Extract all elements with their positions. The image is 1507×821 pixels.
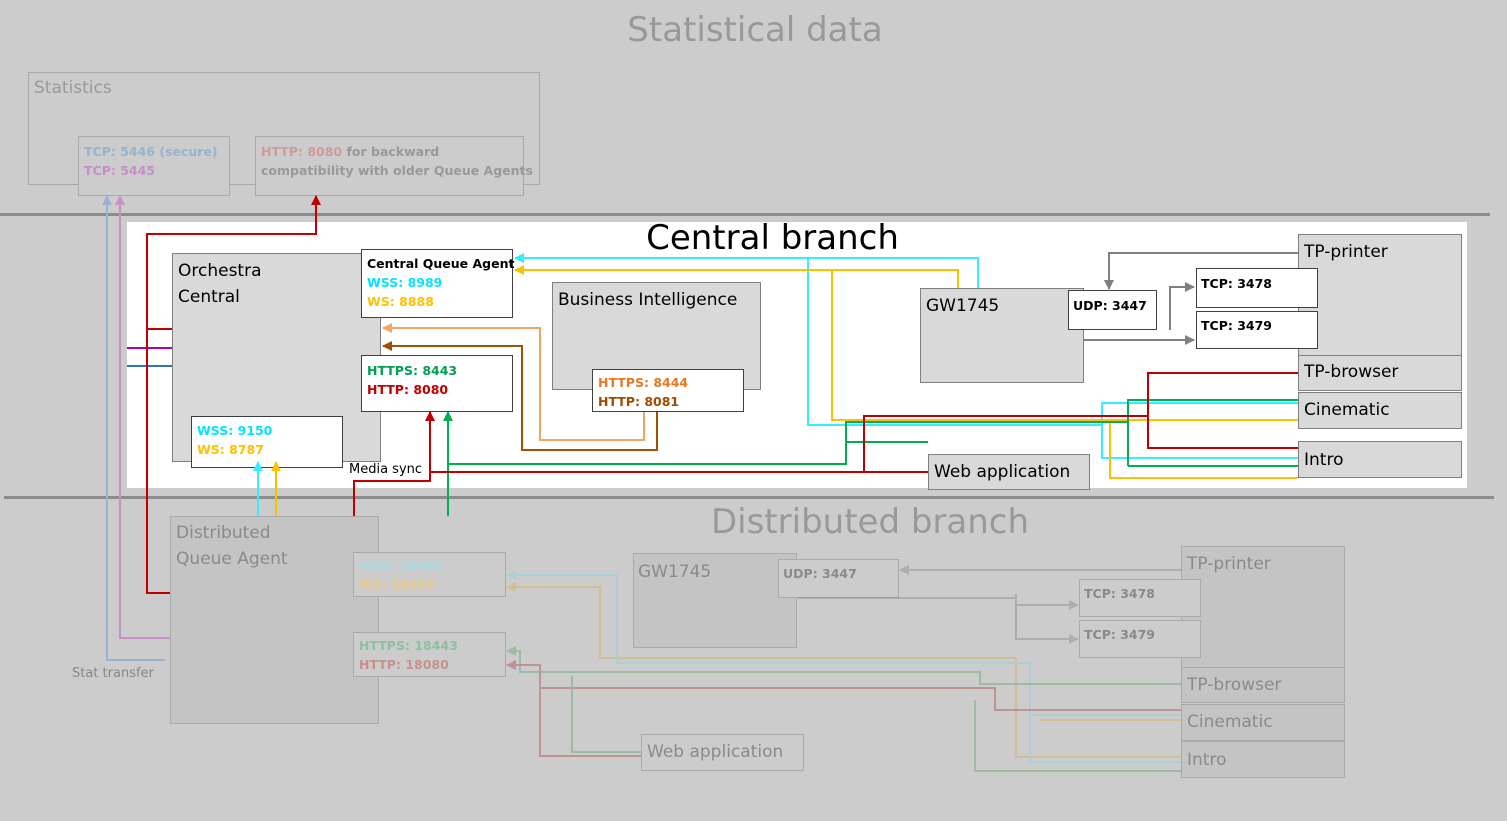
dist-gw-label: GW1745 [638,562,712,582]
distributed-title: Distributed branch [710,502,1030,542]
dist-udp-box: UDP: 3447 [778,559,899,598]
tcp1-box: TCP: 3478 [1196,268,1318,308]
dist-web-app-label: Web application [647,742,784,762]
gw1745-label: GW1745 [926,296,1000,316]
dist-ws-ports-box: WSS: 18989 WS: 18888 [353,552,506,597]
orchestra-http-ports-box: HTTPS: 8443 HTTP: 8080 [361,355,513,412]
dist-udp-port: UDP: 3447 [783,566,857,581]
separator-top [0,213,1490,216]
orchestra-label-2: Central [178,287,240,307]
media-sync-label: Media sync [349,462,423,477]
dist-https-port: HTTPS: 18443 [359,638,458,653]
stat-http-note-line2: compatibility with older Queue Agents [261,163,533,178]
orchestra-ws-ports-box: WSS: 9150 WS: 8787 [191,416,343,468]
tcp1-port: TCP: 3478 [1201,276,1273,291]
stat-http-line1: HTTP: 8080 for backward [261,142,523,161]
dist-tp-printer-label: TP-printer [1187,554,1271,574]
dist-web-app-box [641,734,804,771]
cqa-wss-port: WSS: 8989 [367,275,443,290]
dist-intro-label: Intro [1187,750,1227,770]
stat-tcp-port: TCP: 5445 [84,163,156,178]
dist-tcp1-port: TCP: 3478 [1084,586,1156,601]
orchestra-http-port: HTTP: 8080 [367,382,449,397]
stat-tcp-secure-port: TCP: 5446 (secure) [84,144,218,159]
dist-tcp1-box: TCP: 3478 [1079,579,1201,617]
orchestra-https-port: HTTPS: 8443 [367,363,458,378]
bi-ports-box: HTTPS: 8444 HTTP: 8081 [592,369,744,412]
stat-tcp-ports-box: TCP: 5446 (secure) TCP: 5445 [78,136,230,196]
dist-intro-box [1181,741,1345,778]
stat-http-port: HTTP: 8080 [261,144,343,159]
tcp2-box: TCP: 3479 [1196,311,1318,349]
tcp2-port: TCP: 3479 [1201,318,1273,333]
statistics-label: Statistics [34,78,112,98]
gw-udp-box: UDP: 3447 [1068,290,1157,330]
dist-tp-browser-box [1181,667,1345,703]
orchestra-ws-port: WS: 8787 [197,442,264,457]
tp-printer-label: TP-printer [1304,242,1388,262]
dist-tcp2-box: TCP: 3479 [1079,620,1201,658]
cinematic-box [1298,392,1462,429]
dist-qa-label-1: Distributed [176,523,271,543]
tp-printer-box [1298,234,1462,356]
stat-http-note: for backward [342,144,440,159]
dist-http-ports-box: HTTPS: 18443 HTTP: 18080 [353,632,506,677]
tp-browser-box [1298,355,1462,391]
dist-wss-port: WSS: 18989 [359,558,444,573]
web-application-label: Web application [934,462,1071,482]
business-intelligence-label: Business Intelligence [558,290,738,310]
cinematic-label: Cinematic [1304,400,1390,420]
dist-ws-port: WS: 18888 [359,577,435,592]
stat-transfer-label: Stat transfer [72,666,154,681]
statistical-title: Statistical data [627,10,883,50]
intro-box [1298,441,1462,478]
dist-gw-box [633,553,797,648]
dist-tp-browser-label: TP-browser [1187,675,1282,695]
tp-browser-label: TP-browser [1304,362,1399,382]
intro-label: Intro [1304,450,1344,470]
dist-cinematic-box [1181,704,1345,741]
cqa-ws-port: WS: 8888 [367,294,434,309]
separator-bottom [4,496,1494,499]
orchestra-wss-port: WSS: 9150 [197,423,273,438]
orchestra-label-1: Orchestra [178,261,262,281]
cqa-title: Central Queue Agent [367,256,515,271]
gw-udp-port: UDP: 3447 [1073,298,1147,313]
central-queue-agent-box: Central Queue Agent WSS: 8989 WS: 8888 [361,249,515,318]
dist-cinematic-label: Cinematic [1187,712,1273,732]
dist-tcp2-port: TCP: 3479 [1084,627,1156,642]
dist-qa-label-2: Queue Agent [176,549,288,569]
dist-http-port: HTTP: 18080 [359,657,449,672]
central-title: Central branch [646,218,899,258]
stat-http-port-box: HTTP: 8080 for backward compatibility wi… [255,136,533,196]
bi-http-port: HTTP: 8081 [598,394,680,409]
bi-https-port: HTTPS: 8444 [598,375,689,390]
